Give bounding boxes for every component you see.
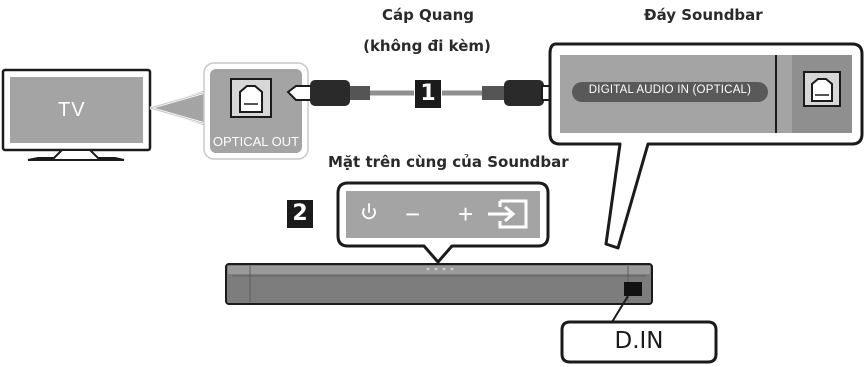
- power-icon: [362, 203, 376, 220]
- soundbar-icon: [225, 263, 653, 305]
- cable-subtitle: (không đi kèm): [363, 37, 491, 55]
- din-callout: [560, 295, 718, 364]
- step-2-badge: 2: [287, 200, 313, 228]
- volume-up-label: +: [458, 199, 474, 229]
- digital-audio-in-label: DIGITAL AUDIO IN (OPTICAL): [588, 84, 752, 96]
- tv-port-callout-pointer: [149, 90, 207, 126]
- step-1-badge: 1: [415, 80, 441, 108]
- soundbar-top-title: Mặt trên cùng của Soundbar: [328, 153, 569, 171]
- optical-out-label: OPTICAL OUT: [212, 134, 300, 149]
- soundbar-bottom-title: Đáy Soundbar: [644, 6, 763, 24]
- volume-down-label: −: [405, 199, 421, 229]
- optical-port-icon: [230, 78, 272, 118]
- cable-plug-icon: [286, 80, 370, 106]
- input-source-icon: [488, 199, 528, 229]
- tv-label: TV: [58, 99, 86, 121]
- cable-title: Cáp Quang: [381, 6, 475, 24]
- top-control-panel: [336, 181, 550, 264]
- optical-port-icon: [803, 71, 841, 107]
- din-label: D.IN: [614, 328, 664, 354]
- tv-icon: [1, 68, 152, 161]
